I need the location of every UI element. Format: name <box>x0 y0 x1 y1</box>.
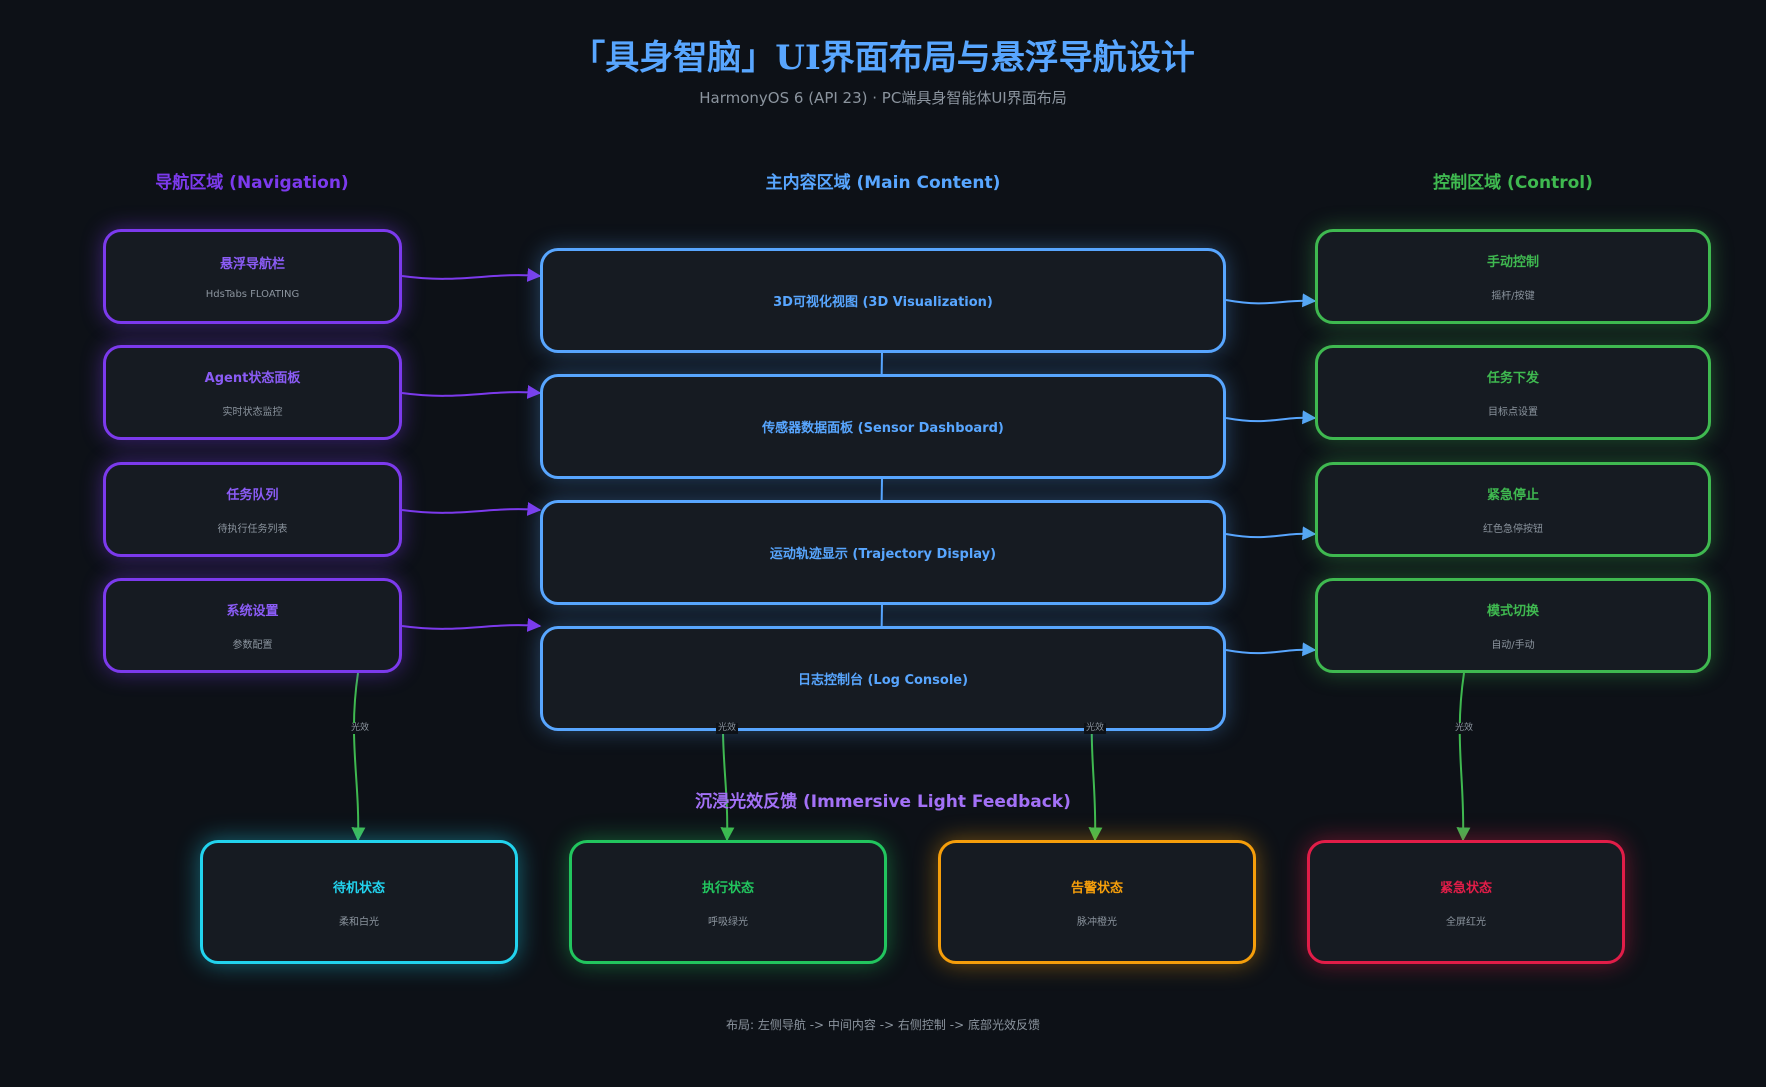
feedback-zone-title: 沉浸光效反馈 (Immersive Light Feedback) <box>695 792 1071 812</box>
node-description: 参数配置 <box>232 640 273 651</box>
node-description: 红色急停按钮 <box>1483 524 1543 535</box>
nav-node-agent-status: Agent状态面板 实时状态监控 <box>103 345 402 440</box>
feedback-node-standby: 待机状态 柔和白光 <box>200 840 518 964</box>
control-node-task-dispatch: 任务下发 目标点设置 <box>1315 345 1711 440</box>
edge-label-light-effect: 光效 <box>349 723 372 734</box>
node-label: 模式切换 <box>1486 604 1539 619</box>
node-label: 紧急状态 <box>1439 880 1492 896</box>
nav-to-main-arrow <box>401 385 542 399</box>
nav-to-main-arrow <box>401 502 542 516</box>
node-description: HdsTabs FLOATING <box>205 289 300 300</box>
node-description: 柔和白光 <box>339 916 379 928</box>
control-node-emergency-stop: 紧急停止 红色急停按钮 <box>1315 462 1711 557</box>
nav-to-main-arrow <box>401 268 542 282</box>
node-description: 摇杆/按键 <box>1491 291 1535 302</box>
main-to-control-arrow <box>1225 410 1317 425</box>
node-label: 任务队列 <box>226 488 279 503</box>
node-label: 手动控制 <box>1486 255 1539 270</box>
edge-label-light-effect: 光效 <box>716 723 739 734</box>
main-to-control-arrow <box>1225 642 1317 657</box>
node-description: 全屏红光 <box>1446 916 1486 928</box>
edge-label-light-effect: 光效 <box>1453 723 1476 734</box>
node-label: 传感器数据面板 (Sensor Dashboard) <box>762 421 1004 436</box>
diagram-subtitle: HarmonyOS 6 (API 23) · PC端具身智能体UI界面布局 <box>699 89 1067 107</box>
navigation-zone-title: 导航区域 (Navigation) <box>155 173 349 193</box>
light-effect-arrow <box>1456 672 1471 842</box>
nav-to-main-arrow <box>401 618 542 632</box>
node-label: 任务下发 <box>1486 371 1539 386</box>
feedback-node-warning: 告警状态 脉冲橙光 <box>938 840 1256 964</box>
node-description: 脉冲橙光 <box>1077 916 1117 928</box>
node-label: 悬浮导航栏 <box>219 257 285 272</box>
nav-node-system-settings: 系统设置 参数配置 <box>103 578 402 673</box>
node-label: 3D可视化视图 (3D Visualization) <box>773 295 993 310</box>
node-label: 运动轨迹显示 (Trajectory Display) <box>769 547 997 562</box>
main-node-log-console: 日志控制台 (Log Console) <box>540 626 1226 731</box>
feedback-node-emergency: 紧急状态 全屏红光 <box>1307 840 1625 964</box>
node-description: 待执行任务列表 <box>217 524 288 535</box>
node-description: 呼吸绿光 <box>708 916 748 928</box>
node-label: 紧急停止 <box>1486 488 1539 503</box>
main-to-control-arrow <box>1225 526 1317 541</box>
feedback-node-executing: 执行状态 呼吸绿光 <box>569 840 887 964</box>
node-description: 实时状态监控 <box>222 407 283 418</box>
nav-node-task-queue: 任务队列 待执行任务列表 <box>103 462 402 557</box>
main-node-sensor-dashboard: 传感器数据面板 (Sensor Dashboard) <box>540 374 1226 479</box>
main-node-trajectory-display: 运动轨迹显示 (Trajectory Display) <box>540 500 1226 605</box>
node-label: Agent状态面板 <box>204 371 301 386</box>
node-label: 执行状态 <box>701 880 754 896</box>
main-to-control-arrow <box>1225 293 1317 308</box>
light-effect-arrow <box>351 672 366 842</box>
diagram-title: 「具身智脑」UI界面布局与悬浮导航设计 <box>571 38 1195 78</box>
node-label: 系统设置 <box>226 604 279 619</box>
node-description: 自动/手动 <box>1491 640 1535 651</box>
control-zone-title: 控制区域 (Control) <box>1433 173 1593 193</box>
node-label: 告警状态 <box>1070 880 1123 896</box>
main-zone-title: 主内容区域 (Main Content) <box>765 173 1001 193</box>
layout-footer-note: 布局: 左侧导航 -> 中间内容 -> 右侧控制 -> 底部光效反馈 <box>726 1018 1040 1032</box>
node-description: 目标点设置 <box>1488 407 1538 418</box>
control-node-mode-switch: 模式切换 自动/手动 <box>1315 578 1711 673</box>
node-label: 日志控制台 (Log Console) <box>797 673 969 688</box>
main-node-3d-visualization: 3D可视化视图 (3D Visualization) <box>540 248 1226 353</box>
node-label: 待机状态 <box>332 880 385 896</box>
edge-label-light-effect: 光效 <box>1084 723 1107 734</box>
nav-node-floating-navbar: 悬浮导航栏 HdsTabs FLOATING <box>103 229 402 324</box>
control-node-manual-control: 手动控制 摇杆/按键 <box>1315 229 1711 324</box>
